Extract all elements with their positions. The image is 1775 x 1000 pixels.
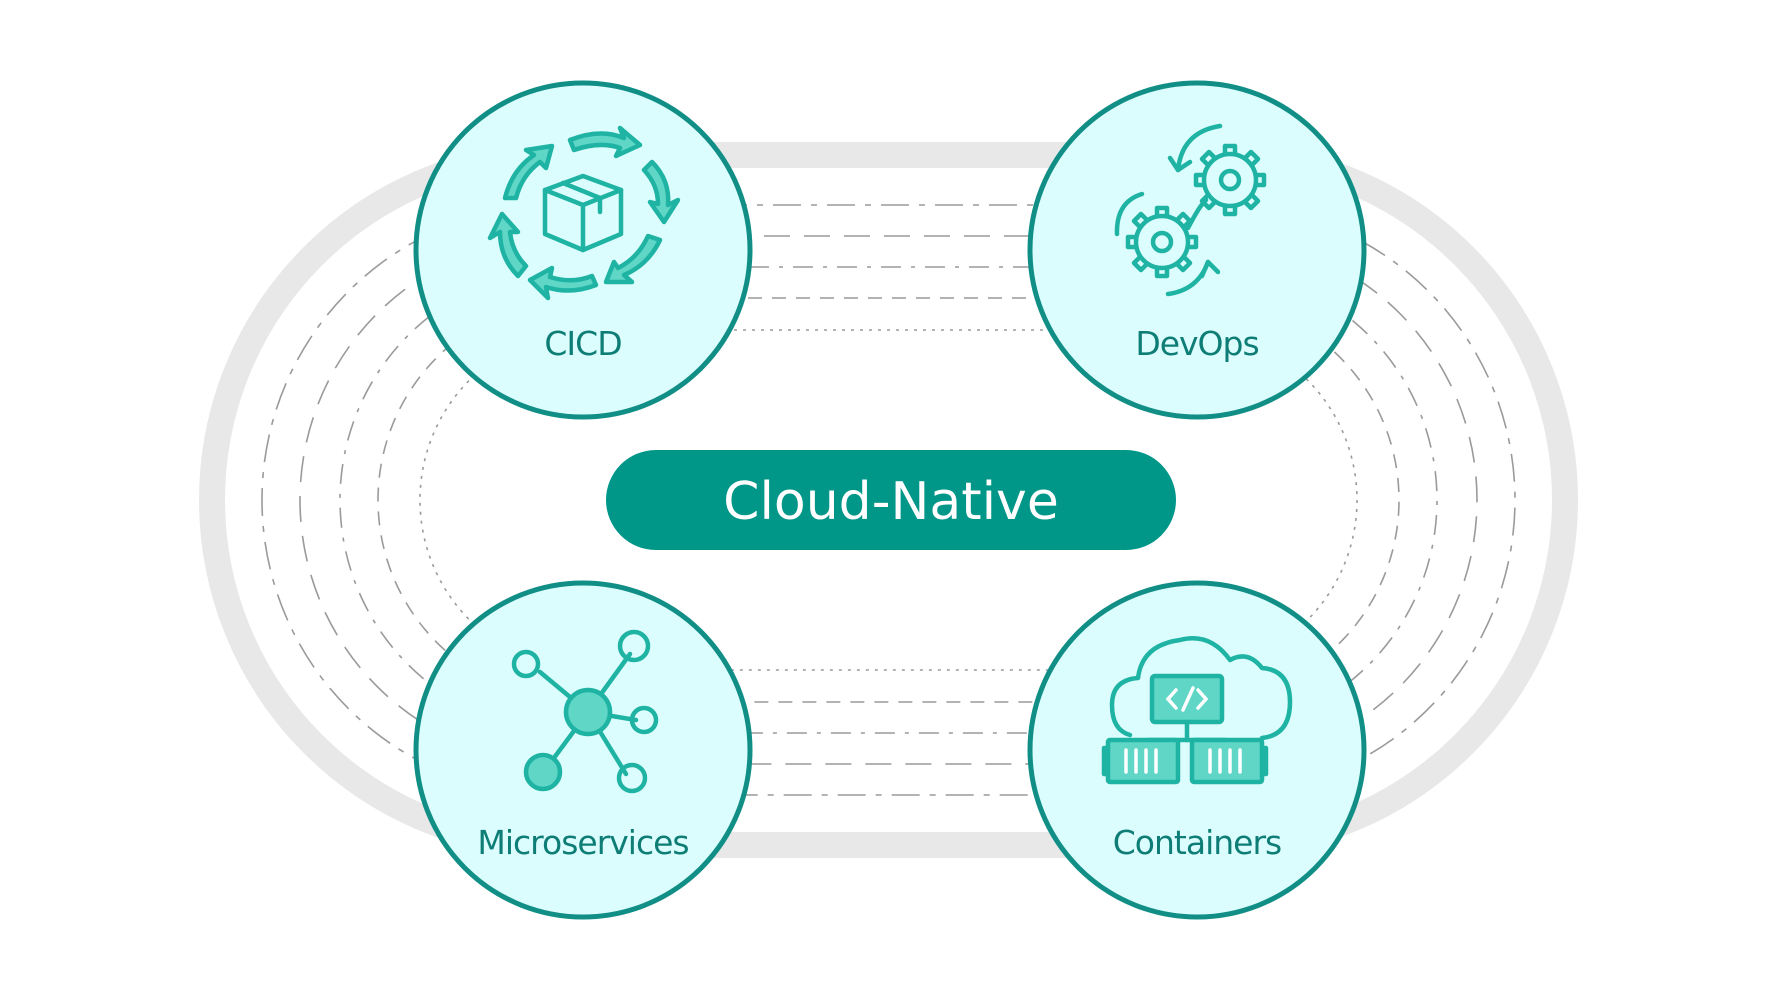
devops-gears-icon (1114, 123, 1267, 297)
node-microservices: Microservices (413, 580, 753, 920)
node-cicd-label: CICD (544, 324, 621, 363)
dashed-track-3 (339, 266, 1438, 734)
node-microservices-label: Microservices (477, 823, 688, 862)
outer-track (199, 142, 1578, 858)
center-pill: Cloud-Native (606, 450, 1176, 550)
node-containers-label: Containers (1113, 823, 1281, 862)
dashed-track-1 (261, 204, 1516, 796)
node-devops-label: DevOps (1135, 324, 1258, 363)
microservices-network-icon (511, 629, 659, 794)
node-devops: DevOps (1027, 80, 1367, 420)
node-containers: Containers (1027, 580, 1367, 920)
dashed-tracks (261, 204, 1516, 796)
cloud-containers-icon (1101, 636, 1293, 785)
cicd-cycle-icon (487, 125, 681, 301)
dashed-track-2 (299, 235, 1478, 765)
dashed-track-5 (419, 329, 1358, 671)
center-label: Cloud-Native (723, 472, 1059, 532)
node-cicd: CICD (413, 80, 753, 420)
dashed-track-4 (377, 297, 1400, 703)
